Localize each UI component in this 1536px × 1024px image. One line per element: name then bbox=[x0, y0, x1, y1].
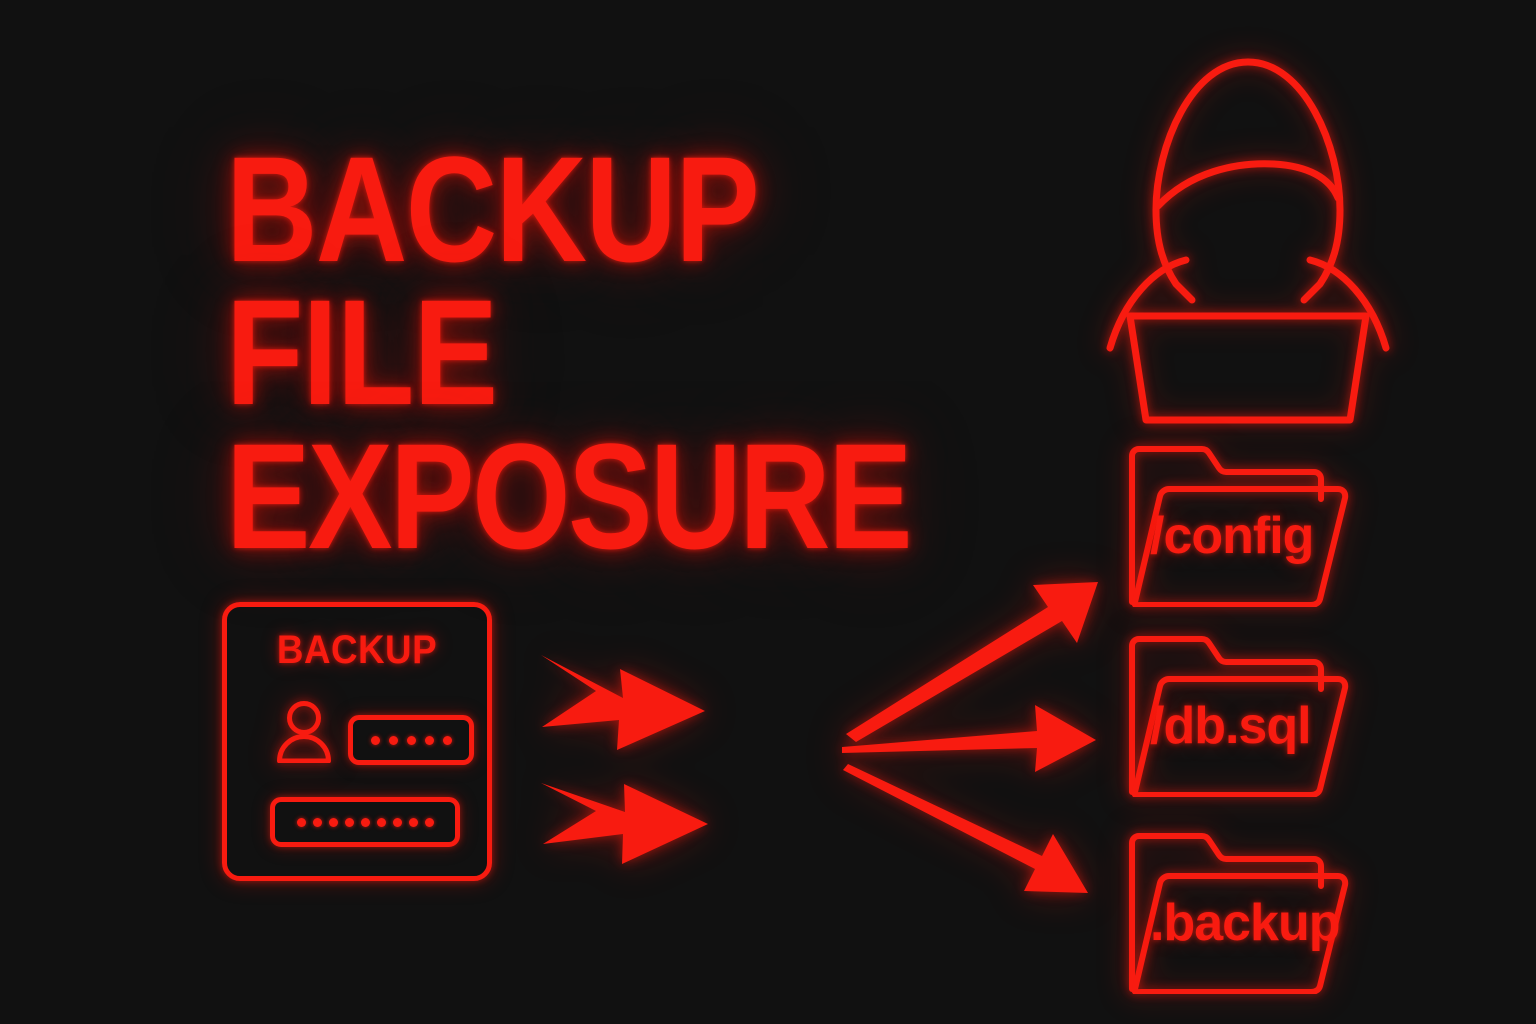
folder-icon bbox=[1129, 446, 1349, 607]
title-line-2: FILE bbox=[226, 268, 498, 437]
card-title-label: BACKUP bbox=[276, 628, 438, 672]
card-border bbox=[222, 602, 492, 881]
password-dot bbox=[442, 735, 452, 745]
password-dot bbox=[376, 817, 386, 827]
password-dot bbox=[328, 817, 338, 827]
password-dot bbox=[388, 735, 398, 745]
password-dot bbox=[424, 735, 434, 745]
password-dot bbox=[406, 735, 416, 745]
password-dot bbox=[344, 817, 354, 827]
arrow-to-backup bbox=[843, 764, 1088, 893]
folder-icon bbox=[1129, 833, 1349, 994]
password-dot bbox=[296, 817, 306, 827]
folder-db-sql[interactable]: /db.sql bbox=[1124, 632, 1382, 797]
folder-icon bbox=[1129, 636, 1349, 797]
password-dot bbox=[408, 817, 418, 827]
title-line-1: BACKUP bbox=[226, 125, 760, 293]
folder-label: /db.sql bbox=[1150, 697, 1312, 755]
arrow-to-config bbox=[846, 582, 1098, 742]
page-title: BACKUP FILE EXPOSURE bbox=[226, 125, 986, 580]
user-avatar-icon bbox=[277, 701, 331, 763]
password-dot bbox=[312, 817, 322, 827]
arrow-inbound-lower bbox=[541, 783, 708, 864]
password-dot bbox=[360, 817, 370, 827]
backup-credentials-card: BACKUP bbox=[222, 602, 492, 881]
folder-label: .backup bbox=[1150, 894, 1341, 952]
password-field-long[interactable] bbox=[270, 797, 460, 847]
title-line-3: EXPOSURE bbox=[226, 411, 913, 580]
folder-backup[interactable]: .backup bbox=[1124, 829, 1382, 994]
arrow-inbound-upper bbox=[541, 655, 705, 750]
folder-config[interactable]: /config bbox=[1124, 442, 1382, 607]
password-field[interactable] bbox=[348, 715, 474, 765]
hooded-hacker-with-laptop-icon bbox=[1106, 58, 1390, 424]
password-dot bbox=[424, 817, 434, 827]
password-dot bbox=[392, 817, 402, 827]
folder-label: /config bbox=[1150, 507, 1314, 565]
arrow-to-db-sql bbox=[842, 705, 1096, 772]
password-dot bbox=[370, 735, 380, 745]
